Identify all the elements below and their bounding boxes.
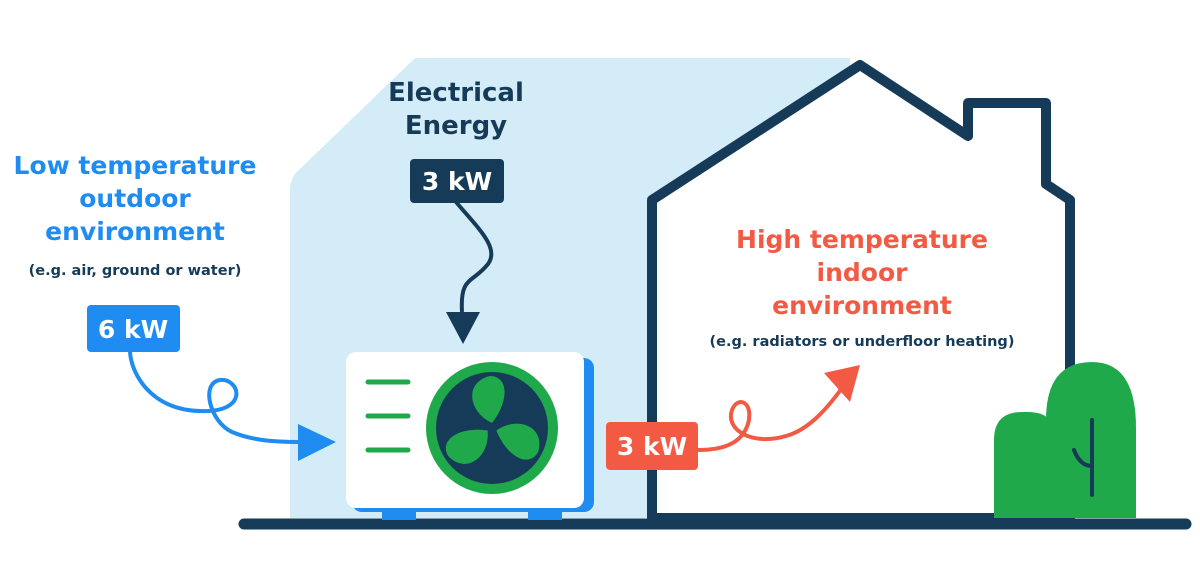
outdoor-title-line2: outdoor bbox=[79, 184, 191, 213]
bush-icon bbox=[994, 362, 1136, 518]
output-arrow-icon bbox=[697, 365, 860, 452]
outdoor-note: (e.g. air, ground or water) bbox=[29, 263, 242, 279]
electrical-title-line1: Electrical bbox=[388, 78, 524, 108]
output-value-badge bbox=[606, 422, 698, 470]
house-outline-icon bbox=[647, 60, 1075, 523]
indoor-title-line3: environment bbox=[772, 291, 952, 320]
outdoor-title-line1: Low temperature bbox=[14, 151, 257, 180]
outdoor-title-line3: environment bbox=[45, 217, 225, 246]
outdoor-arrow-icon bbox=[128, 349, 336, 461]
electrical-value: 3 kW bbox=[422, 167, 492, 196]
outdoor-value-badge bbox=[87, 305, 180, 352]
electrical-arrow-icon bbox=[446, 200, 494, 344]
output-value: 3 kW bbox=[617, 432, 687, 461]
electrical-title-line2: Energy bbox=[405, 111, 507, 141]
indoor-title-line1: High temperature bbox=[736, 225, 988, 254]
electrical-value-badge bbox=[410, 159, 504, 203]
indoor-title-line2: indoor bbox=[817, 258, 909, 287]
outdoor-value: 6 kW bbox=[98, 315, 168, 344]
fan-icon bbox=[426, 362, 558, 494]
indoor-note: (e.g. radiators or underfloor heating) bbox=[710, 334, 1015, 350]
